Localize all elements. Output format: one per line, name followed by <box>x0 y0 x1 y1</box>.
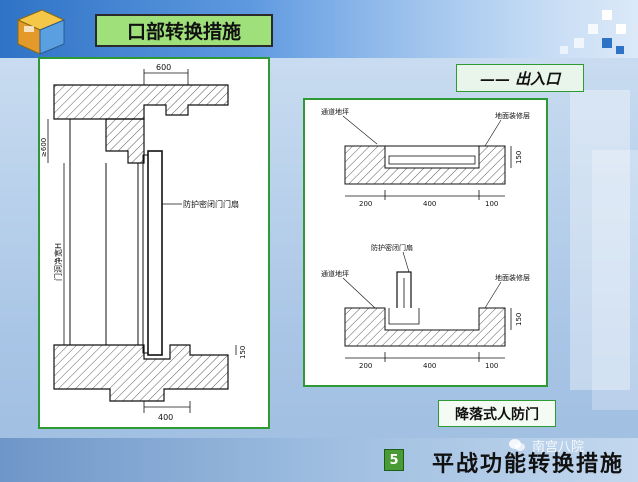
top-dim-1: 200 <box>359 200 372 208</box>
top-finish-label: 地面装修层 <box>495 111 530 120</box>
door-leaf <box>147 150 163 356</box>
footer-band <box>0 438 638 482</box>
dim-right-label: 150 <box>239 346 247 359</box>
section-tag: —— 出入口 <box>456 64 584 92</box>
bottom-door-label: 防护密闭门扇 <box>371 243 413 252</box>
top-floor-label: 通道地坪 <box>321 107 349 116</box>
background-building <box>592 150 638 410</box>
top-trench-slab <box>344 145 506 185</box>
dim-left-label: ≥600 <box>40 138 48 157</box>
dim-top-label: 600 <box>156 63 171 72</box>
logo-cube-icon <box>16 9 66 55</box>
wechat-icon <box>509 439 525 451</box>
bottom-dim-3: 100 <box>485 362 498 370</box>
top-dim-right: 150 <box>515 151 523 164</box>
left-section-drawing: 600 ≥600 门洞净宽H 防护密闭门门扇 400 150 <box>40 63 247 422</box>
page-number: 5 <box>384 449 404 471</box>
drawing-caption: 降落式人防门 <box>438 400 556 427</box>
header-highlight <box>250 0 638 58</box>
top-dim-3: 100 <box>485 200 498 208</box>
bottom-slab <box>53 344 229 402</box>
right-section-drawings: 通道地坪 地面装修层 150 200 400 100 防护密闭门扇 通道地坪 地… <box>321 107 530 370</box>
watermark-text: 南宫八院 <box>532 440 585 455</box>
top-dim-2: 400 <box>423 200 436 208</box>
bottom-dim-2: 400 <box>423 362 436 370</box>
bottom-finish-label: 地面装修层 <box>495 273 530 282</box>
bottom-dim-right: 150 <box>515 313 523 326</box>
pixel-squares-decoration <box>560 10 626 54</box>
bottom-floor-label: 通道地坪 <box>321 269 349 278</box>
background-building <box>570 90 630 390</box>
door-lintel <box>105 118 145 164</box>
door-height-label: 门洞净宽H <box>53 243 63 281</box>
top-slab <box>53 84 229 120</box>
door-leaf-annotation: 防护密闭门门扇 <box>183 199 239 209</box>
footer-title: 平战功能转换措施 <box>432 451 625 477</box>
bottom-trench-slab <box>344 307 506 347</box>
slide-title: 口部转换措施 <box>95 14 273 47</box>
dim-bottom-label: 400 <box>158 413 173 422</box>
bottom-dim-1: 200 <box>359 362 372 370</box>
